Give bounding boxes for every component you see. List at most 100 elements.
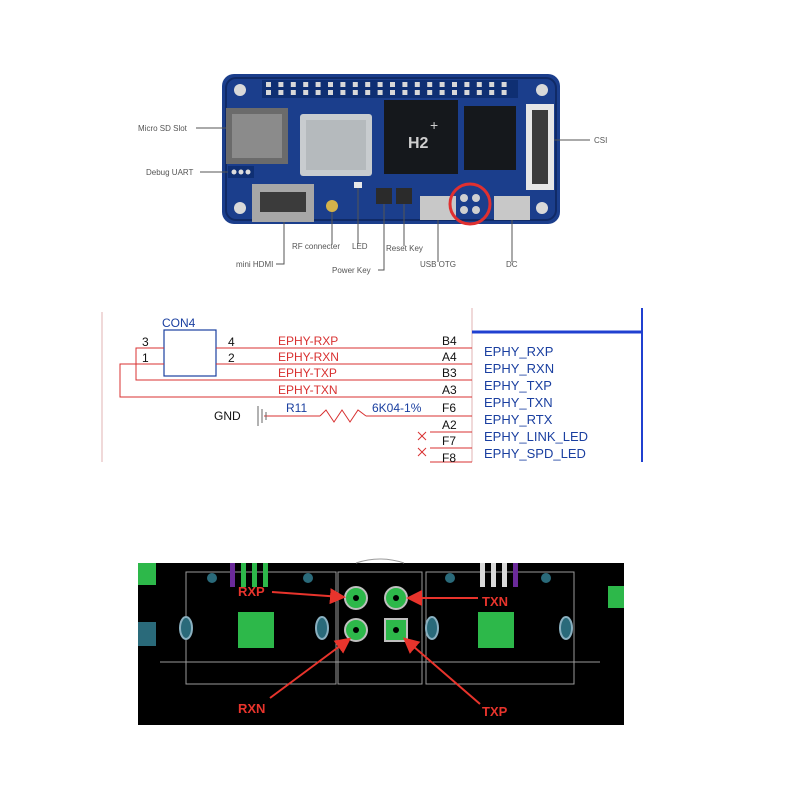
label-mini-hdmi: mini HDMI (236, 260, 273, 269)
mini-hdmi-opening (260, 192, 306, 212)
label-csi: CSI (594, 136, 607, 145)
gpio-pin (464, 90, 470, 95)
label-rf-connector: RF connecter (292, 242, 340, 251)
r11-ref: R11 (286, 401, 307, 415)
gpio-pin (390, 82, 395, 87)
gpio-pin (303, 82, 309, 87)
oval-pads (179, 616, 573, 640)
chip-pin-labels: EPHY_RXPEPHY_RXNEPHY_TXPEPHY_TXNEPHY_RTX… (484, 344, 588, 461)
arrow-rxn (269, 637, 352, 699)
gpio-pin (476, 90, 482, 95)
pin-number: B3 (442, 366, 457, 380)
uart-pin (238, 169, 244, 175)
gpio-pins (266, 82, 507, 95)
label-debug-uart: Debug UART (146, 168, 194, 177)
gpio-pin (476, 82, 482, 87)
mount-hole (234, 202, 246, 214)
gpio-pin (427, 90, 433, 95)
gpio-pin (501, 90, 507, 95)
top-round-pads (207, 573, 551, 583)
gpio-pin (452, 82, 457, 87)
no-connect-markers (417, 431, 427, 457)
gpio-pin (414, 90, 420, 95)
square-pad-left (238, 612, 274, 648)
gpio-pin (328, 82, 333, 87)
ethernet-pads (344, 586, 408, 642)
callout-mini-hdmi (276, 222, 285, 265)
pcb-layout-view: RXP TXN RXN TXP (138, 558, 624, 725)
micro-sd-card (232, 114, 282, 158)
gpio-pin (278, 82, 284, 87)
net-label: EPHY-RXP (278, 334, 338, 348)
ethernet-highlight-circle (448, 182, 492, 226)
gpio-pin (464, 82, 470, 87)
label-rxn: RXN (238, 701, 265, 716)
gpio-pin (365, 90, 371, 95)
gpio-pin (402, 90, 408, 95)
label-reset-key: Reset Key (386, 244, 423, 253)
pad-labels: RXP TXN RXN TXP (238, 584, 508, 719)
gpio-pin (328, 90, 333, 95)
resistor-r11 (319, 409, 367, 423)
gpio-pin (427, 82, 433, 87)
soc-brand: H2 (408, 135, 429, 152)
gpio-pin (278, 90, 284, 95)
ethernet-pin (460, 206, 468, 214)
gpio-pin (390, 90, 395, 95)
gpio-pin (501, 82, 507, 87)
net-label: EPHY-RXN (278, 350, 339, 364)
gnd-label: GND (214, 409, 241, 423)
led (354, 182, 362, 188)
reset-key-button (396, 188, 412, 204)
edge-pad (138, 563, 156, 585)
ethernet-pin (460, 194, 468, 202)
gpio-pin (303, 90, 309, 95)
ram-chip (464, 106, 516, 170)
outline-arc (355, 558, 405, 564)
label-txn: TXN (482, 594, 508, 609)
label-power-key: Power Key (332, 266, 371, 275)
chip-pin-label: EPHY_SPD_LED (484, 446, 586, 461)
con4-pin-1: 1 (142, 351, 149, 365)
gpio-pin (365, 82, 371, 87)
label-micro-sd: Micro SD Slot (138, 124, 188, 133)
board-photo: H2 + (138, 74, 607, 275)
outline-center (337, 571, 423, 685)
connector-con4 (163, 329, 217, 377)
label-usb-otg: USB OTG (420, 260, 456, 269)
con4-pin-2: 2 (228, 351, 235, 365)
gpio-pin (315, 90, 321, 95)
pcb-background (138, 563, 624, 725)
connector-name: CON4 (162, 316, 196, 330)
label-dc: DC (506, 260, 518, 269)
label-led: LED (352, 242, 368, 251)
edge-pad (608, 586, 624, 608)
csi-slot (532, 110, 548, 184)
gpio-pin (290, 82, 296, 87)
pin-f6: F6 (442, 401, 456, 415)
square-pad-right (478, 612, 514, 648)
schematic-frame (101, 308, 473, 462)
board-labels: Micro SD Slot Debug UART mini HDMI RF co… (138, 124, 607, 275)
chip-pin-label: EPHY_RXN (484, 361, 554, 376)
ethernet-pin (472, 206, 480, 214)
callout-power-key (378, 204, 385, 271)
pin-number: A2 (442, 418, 457, 432)
ethernet-pin (472, 194, 480, 202)
net-label: EPHY-TXN (278, 383, 338, 397)
chip-pin-label: EPHY_RXP (484, 344, 553, 359)
net-label: EPHY-TXP (278, 366, 337, 380)
callout-lines (196, 127, 590, 271)
arrow-rxp (271, 588, 346, 605)
gpio-pin (489, 82, 495, 87)
top-pins-left (230, 563, 268, 587)
uart-pin (231, 169, 237, 175)
uart-pin (245, 169, 251, 175)
wifi-shield (306, 120, 366, 170)
label-rxp: RXP (238, 584, 265, 599)
top-pins-right (480, 563, 518, 587)
